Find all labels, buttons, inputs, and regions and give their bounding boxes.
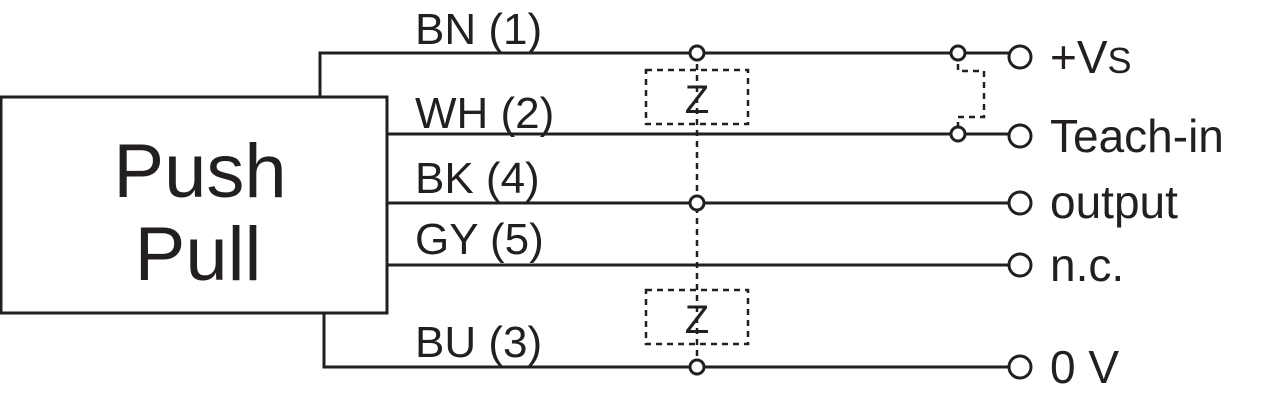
terminal-label-vs-main: +V xyxy=(1050,31,1108,83)
junction-wh-jumper xyxy=(949,125,967,143)
terminal-teach-in xyxy=(1007,123,1033,149)
terminal-label-vs: +VS xyxy=(1050,31,1132,83)
terminal-output xyxy=(1007,190,1033,216)
terminal-nc xyxy=(1007,252,1033,278)
wire-label-bn: BN (1) xyxy=(415,5,542,54)
junction-bk-zener xyxy=(688,194,706,212)
zener-label-bottom: Z xyxy=(685,298,709,342)
terminal-vs xyxy=(1007,44,1033,70)
junction-bn-jumper xyxy=(949,44,967,62)
wire-bu xyxy=(322,313,1009,369)
terminal-label-vs-sub: S xyxy=(1108,40,1132,81)
terminal-label-nc: n.c. xyxy=(1050,239,1124,291)
wire-label-bu: BU (3) xyxy=(415,318,542,367)
terminal-label-output: output xyxy=(1050,176,1178,228)
terminal-0v xyxy=(1007,354,1033,380)
terminal-label-0v: 0 V xyxy=(1050,341,1119,393)
wire-label-gy: GY (5) xyxy=(415,215,544,264)
wire-bn xyxy=(318,51,1009,96)
junction-bn-zener xyxy=(688,44,706,62)
junction-bu-zener xyxy=(688,358,706,376)
wire-label-bk: BK (4) xyxy=(415,154,540,203)
wire-label-wh: WH (2) xyxy=(415,89,554,138)
push-pull-box xyxy=(0,95,389,315)
zener-label-top: Z xyxy=(685,78,709,122)
box-label-pull: Pull xyxy=(135,212,262,297)
teach-jumper xyxy=(956,53,986,134)
terminal-label-teach-in: Teach-in xyxy=(1050,110,1224,162)
box-label-push: Push xyxy=(113,129,286,214)
